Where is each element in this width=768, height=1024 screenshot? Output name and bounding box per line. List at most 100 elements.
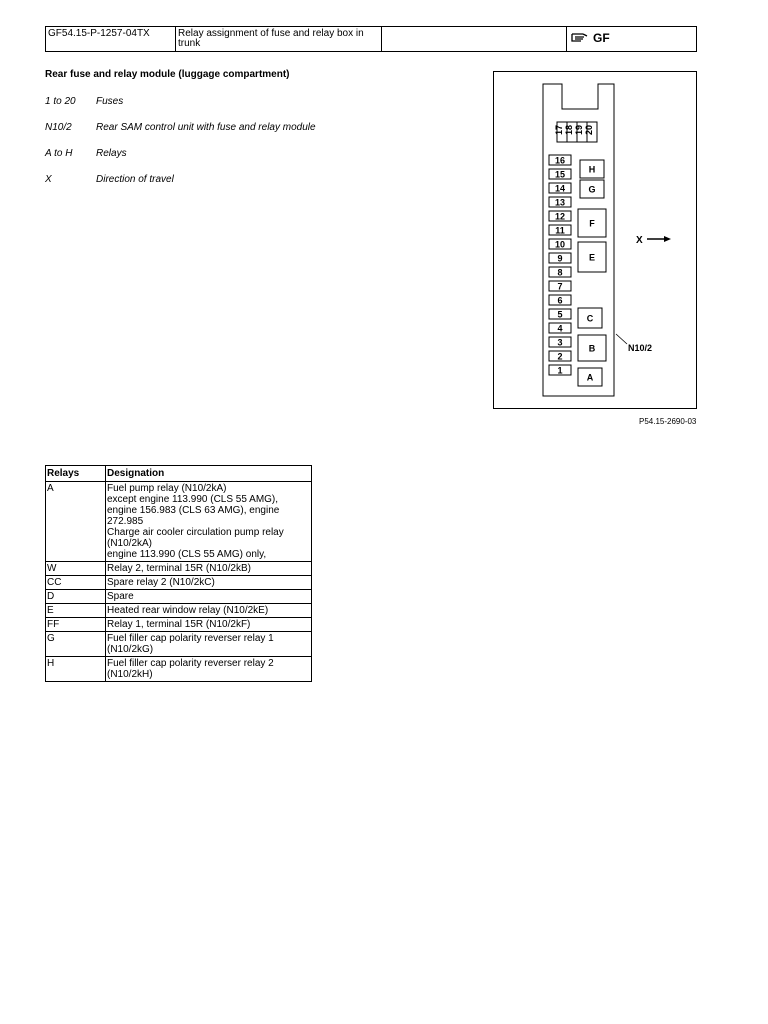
relay-label: G xyxy=(588,185,595,195)
designation-line: (N10/2kA) xyxy=(107,538,153,549)
fuse-slot: 10 xyxy=(548,238,572,250)
fuse-label: 9 xyxy=(557,254,562,264)
fuse-slot: 9 xyxy=(548,252,572,264)
fuse-label: 15 xyxy=(555,170,565,180)
designation-cell: Fuel pump relay (N10/2kA)except engine 1… xyxy=(105,481,312,562)
relay-slot: F xyxy=(577,208,607,238)
legend-value: Direction of travel xyxy=(96,174,174,185)
relay-slot: E xyxy=(577,241,607,273)
fuse-label: 5 xyxy=(557,310,562,320)
column-header-relays: Relays xyxy=(45,465,106,482)
fuse-label: 12 xyxy=(555,212,565,222)
doc-blank-cell xyxy=(382,27,567,51)
designation-line: Fuel pump relay (N10/2kA) xyxy=(107,483,227,494)
relay-slot: A xyxy=(577,367,603,387)
column-header-designation: Designation xyxy=(105,465,312,482)
relay-id-cell: E xyxy=(45,603,106,618)
relay-label: F xyxy=(589,219,595,229)
legend-key: N10/2 xyxy=(45,122,72,133)
relay-label: H xyxy=(589,165,596,175)
unit-label: N10/2 xyxy=(628,343,652,353)
relay-label: C xyxy=(587,314,594,324)
fuse-label: 8 xyxy=(557,268,562,278)
fuse-label: 19 xyxy=(574,125,584,135)
legend-key: X xyxy=(45,174,52,185)
relay-slot: H xyxy=(579,159,605,179)
designation-line: (N10/2kG) xyxy=(107,644,154,655)
relay-id-cell: FF xyxy=(45,617,106,632)
figure-code: P54.15-2690-03 xyxy=(639,417,697,426)
fuse-slot: 13 xyxy=(548,196,572,208)
relay-id-cell: G xyxy=(45,631,106,657)
fuse-slot: 14 xyxy=(548,182,572,194)
fuse-slot: 12 xyxy=(548,210,572,222)
fuse-label: 18 xyxy=(564,125,574,135)
relay-label: B xyxy=(589,344,596,354)
designation-line: 272.985 xyxy=(107,516,144,527)
direction-label: X xyxy=(636,235,643,246)
gf-logo-text: GF xyxy=(593,30,610,45)
fuse-slot: 11 xyxy=(548,224,572,236)
fuse-slot: 15 xyxy=(548,168,572,180)
relay-id-cell: W xyxy=(45,561,106,576)
legend-value: Relays xyxy=(96,148,127,159)
hand-pointer-icon xyxy=(571,33,588,42)
fuse-label: 1 xyxy=(557,366,562,376)
relay-slot: G xyxy=(579,179,605,199)
fuse-label: 14 xyxy=(555,184,565,194)
designation-line: Fuel filler cap polarity reverser relay … xyxy=(107,633,274,644)
designation-line: except engine 113.990 (CLS 55 AMG), xyxy=(107,494,279,505)
legend-value: Fuses xyxy=(96,96,124,107)
designation-line: Relay 1, terminal 15R (N10/2kF) xyxy=(107,619,251,630)
fuse-label: 11 xyxy=(555,226,565,236)
section-heading: Rear fuse and relay module (luggage comp… xyxy=(45,69,290,80)
fuse-label: 7 xyxy=(557,282,562,292)
relay-id-cell: A xyxy=(45,481,106,562)
designation-line: Spare relay 2 (N10/2kC) xyxy=(107,577,215,588)
designation-line: engine 156.983 (CLS 63 AMG), engine xyxy=(107,505,280,516)
relay-slot: C xyxy=(577,307,603,329)
fuse-slot: 1 xyxy=(548,364,572,376)
fuse-label: 20 xyxy=(584,125,594,135)
doc-code: GF54.15-P-1257-04TX xyxy=(46,27,176,51)
fuse-label: 4 xyxy=(557,324,562,334)
fuse-label: 16 xyxy=(555,156,565,166)
relay-label: A xyxy=(587,373,594,383)
fuse-slot: 2 xyxy=(548,350,572,362)
relay-id-cell: H xyxy=(45,656,106,682)
fuse-label: 3 xyxy=(557,338,562,348)
designation-cell: Spare relay 2 (N10/2kC) xyxy=(105,575,312,590)
fuse-label: 17 xyxy=(554,125,564,135)
legend-key: 1 to 20 xyxy=(45,96,76,107)
designation-line: engine 113.990 (CLS 55 AMG) only, xyxy=(107,549,267,560)
fuse-slot: 8 xyxy=(548,266,572,278)
designation-line: Spare xyxy=(107,591,134,602)
designation-cell: Relay 2, terminal 15R (N10/2kB) xyxy=(105,561,312,576)
fuse-slot: 3 xyxy=(548,336,572,348)
relay-id-cell: D xyxy=(45,589,106,604)
fuse-slot: 16 xyxy=(548,154,572,166)
fuse-label: 2 xyxy=(557,352,562,362)
relay-label: E xyxy=(589,253,595,263)
fuse-slot: 20 xyxy=(584,121,598,143)
fuse-label: 10 xyxy=(555,240,565,250)
designation-line: Fuel filler cap polarity reverser relay … xyxy=(107,658,274,669)
designation-line: (N10/2kH) xyxy=(107,669,153,680)
designation-cell: Relay 1, terminal 15R (N10/2kF) xyxy=(105,617,312,632)
designation-line: Charge air cooler circulation pump relay xyxy=(107,527,284,538)
legend-value: Rear SAM control unit with fuse and rela… xyxy=(96,122,316,133)
fuse-slot: 5 xyxy=(548,308,572,320)
designation-cell: Spare xyxy=(105,589,312,604)
fuse-slot: 7 xyxy=(548,280,572,292)
fuse-slot: 4 xyxy=(548,322,572,334)
